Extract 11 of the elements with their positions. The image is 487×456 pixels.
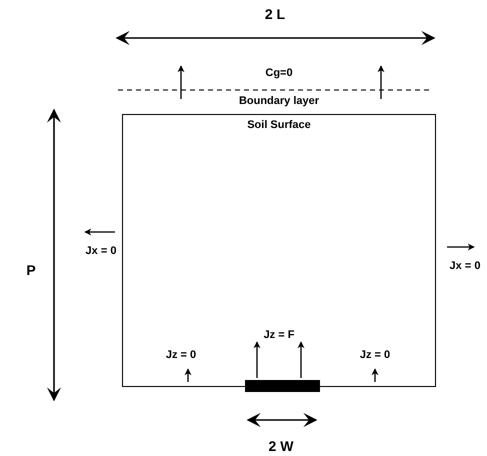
dimension-label: 2 L: [264, 6, 286, 22]
flux-label: Jz = 0: [166, 349, 196, 361]
flux-label: Jx = 0: [450, 260, 480, 272]
dimension-label: P: [26, 262, 36, 278]
surface-label: Soil Surface: [246, 119, 312, 131]
soil-domain-box: [122, 114, 436, 387]
flux-label: Jz = F: [264, 329, 294, 341]
dimension-label: 2 W: [268, 438, 294, 454]
boundary-condition-label: Cg=0: [265, 67, 293, 79]
flux-label: Jz = 0: [360, 349, 390, 361]
flux-label: Jx = 0: [86, 245, 116, 257]
